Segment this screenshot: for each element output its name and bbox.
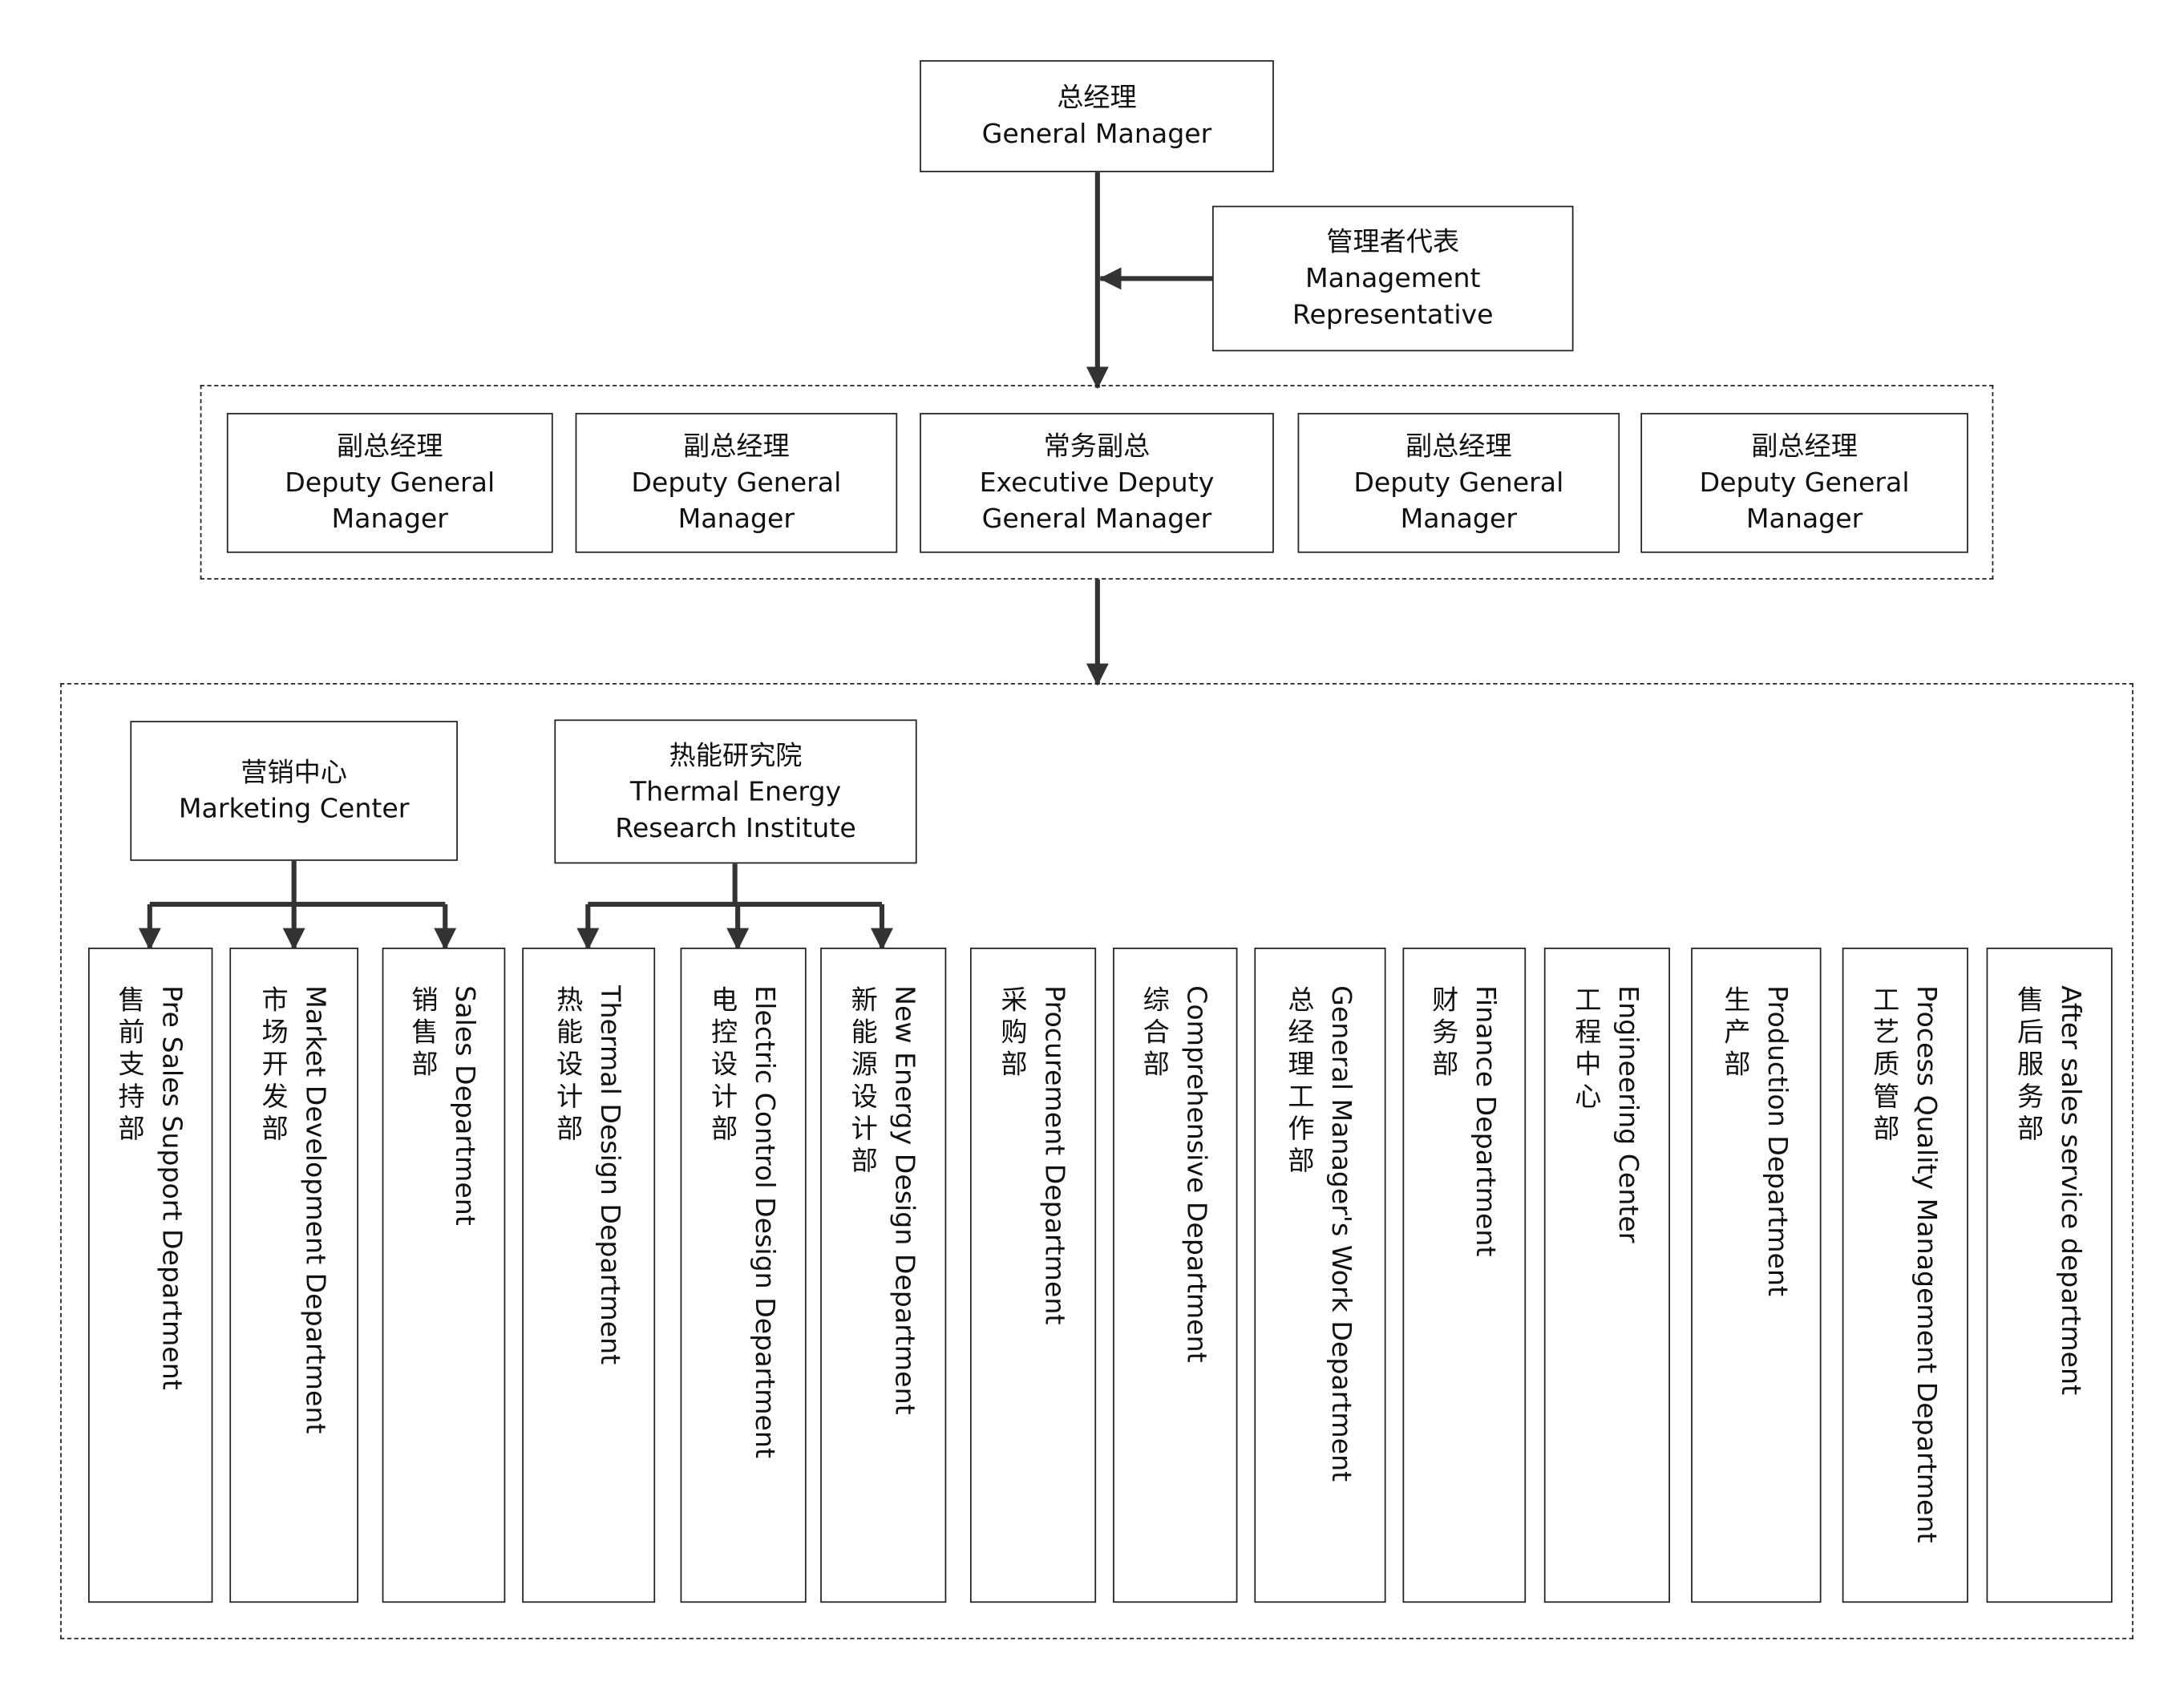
label-en: Research Institute xyxy=(615,812,856,843)
label-cn: 热能研究院 xyxy=(669,739,803,771)
label-en: Engineering Center xyxy=(1612,985,1644,1243)
label-cn: 新能源设计部 xyxy=(847,985,878,1179)
label-cn: 综合部 xyxy=(1139,985,1170,1082)
label-cn: 售前支持部 xyxy=(114,985,145,1146)
department-label: General Manager's Work Department 总经理工作部 xyxy=(1278,985,1362,1482)
label-en: Sales Department xyxy=(449,985,480,1226)
label-cn: 财务部 xyxy=(1427,985,1459,1082)
label-en: Finance Department xyxy=(1470,985,1501,1257)
label-cn: 总经理工作部 xyxy=(1284,985,1315,1179)
label-en: Representative xyxy=(1292,299,1494,331)
department-label: Sales Department 销售部 xyxy=(402,985,486,1226)
label-cn: 副总经理 xyxy=(1405,431,1512,463)
label-en: Management xyxy=(1304,263,1481,294)
label-en: General Manager's Work Department xyxy=(1325,985,1357,1482)
label-cn: 常务副总 xyxy=(1043,431,1151,463)
label-en: Deputy General xyxy=(1353,467,1564,499)
label-cn: 采购部 xyxy=(997,985,1028,1082)
department-label: New Energy Design Department 新能源设计部 xyxy=(841,985,925,1414)
marketing-connector xyxy=(149,860,446,907)
department-box: General Manager's Work Department 总经理工作部 xyxy=(1254,948,1386,1603)
label-cn: 管理者代表 xyxy=(1326,226,1460,258)
department-box: Comprehensive Department 综合部 xyxy=(1113,948,1238,1603)
label-en: Market Development Department xyxy=(299,985,331,1434)
deputies-group xyxy=(200,385,1994,580)
department-label: Pre Sales Support Department 售前支持部 xyxy=(108,985,192,1390)
department-label: After sales service department 售后服务部 xyxy=(2008,985,2092,1395)
label-cn: 副总经理 xyxy=(683,431,790,463)
marketing-center-box: 营销中心 Marketing Center xyxy=(130,721,458,861)
management-rep-box: 管理者代表 Management Representative xyxy=(1212,205,1574,352)
department-label: Process Quality Management Department 工艺质… xyxy=(1863,985,1947,1542)
department-label: Finance Department 财务部 xyxy=(1422,985,1507,1256)
departments-group xyxy=(60,683,2133,1639)
department-label: Thermal Design Department 热能设计部 xyxy=(547,985,631,1364)
department-box: After sales service department 售后服务部 xyxy=(1986,948,2113,1603)
label-en: Manager xyxy=(331,503,448,535)
department-box: Electric Control Design Department 电控设计部 xyxy=(680,948,807,1603)
label-cn: 营销中心 xyxy=(241,757,348,788)
department-box: Production Department 生产部 xyxy=(1691,948,1822,1603)
department-label: Market Development Department 市场开发部 xyxy=(252,985,336,1433)
department-box: Market Development Department 市场开发部 xyxy=(229,948,358,1603)
department-box: Procurement Department 采购部 xyxy=(969,948,1097,1603)
label-cn: 工艺质管部 xyxy=(1868,985,1900,1146)
department-box: New Energy Design Department 新能源设计部 xyxy=(820,948,947,1603)
label-en: Manager xyxy=(677,503,795,535)
label-en: Process Quality Management Department xyxy=(1911,985,1942,1543)
label-en: Thermal Design Department xyxy=(594,985,625,1365)
label-cn: 副总经理 xyxy=(336,431,443,463)
label-cn: 售后服务部 xyxy=(2012,985,2044,1146)
label-en: Comprehensive Department xyxy=(1180,985,1212,1363)
department-label: Procurement Department 采购部 xyxy=(991,985,1075,1324)
label-en: Marketing Center xyxy=(178,793,410,825)
label-cn: 热能设计部 xyxy=(552,985,584,1146)
label-cn: 工程中心 xyxy=(1571,985,1602,1114)
label-en: General Manager xyxy=(981,503,1212,535)
department-label: Production Department 生产部 xyxy=(1714,985,1798,1296)
label-en: Procurement Department xyxy=(1038,985,1070,1325)
label-cn: 副总经理 xyxy=(1751,431,1858,463)
label-cn: 市场开发部 xyxy=(257,985,289,1146)
label-en: Thermal Energy xyxy=(629,776,842,807)
thermal-connector xyxy=(588,863,882,907)
label-cn: 生产部 xyxy=(1719,985,1751,1082)
label-cn: 总经理 xyxy=(1057,83,1137,114)
label-en: Executive Deputy xyxy=(979,467,1215,499)
department-label: Engineering Center 工程中心 xyxy=(1565,985,1649,1243)
label-en: New Energy Design Department xyxy=(888,985,920,1415)
label-en: Production Department xyxy=(1761,985,1793,1296)
label-en: Deputy General xyxy=(631,467,842,499)
label-en: Pre Sales Support Department xyxy=(156,985,188,1390)
department-box: Pre Sales Support Department 售前支持部 xyxy=(87,948,213,1603)
label-en: Electric Control Design Department xyxy=(749,985,780,1458)
department-label: Comprehensive Department 综合部 xyxy=(1133,985,1217,1362)
department-box: Finance Department 财务部 xyxy=(1402,948,1527,1603)
department-box: Engineering Center 工程中心 xyxy=(1543,948,1670,1603)
general-manager-box: 总经理 General Manager xyxy=(920,60,1274,172)
label-en: Manager xyxy=(1400,503,1518,535)
department-label: Electric Control Design Department 电控设计部 xyxy=(702,985,786,1458)
department-box: Thermal Design Department 热能设计部 xyxy=(522,948,656,1603)
label-en: After sales service department xyxy=(2055,985,2086,1396)
label-en: General Manager xyxy=(981,119,1212,150)
label-en: Deputy General xyxy=(1699,467,1910,499)
label-en: Deputy General xyxy=(285,467,495,499)
department-box: Sales Department 销售部 xyxy=(382,948,506,1603)
label-en: Manager xyxy=(1745,503,1863,535)
label-cn: 销售部 xyxy=(407,985,439,1082)
label-cn: 电控设计部 xyxy=(706,985,738,1146)
department-box: Process Quality Management Department 工艺质… xyxy=(1842,948,1968,1603)
